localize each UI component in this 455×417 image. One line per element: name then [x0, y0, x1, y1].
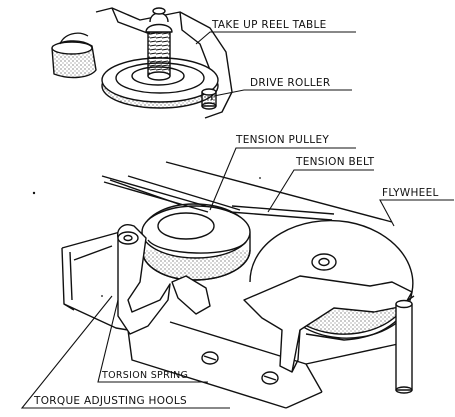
tension-belt — [101, 175, 335, 221]
label-tension-belt: TENSION BELT — [295, 156, 375, 168]
flywheel-assembly — [61, 161, 415, 409]
label-drive-roller: DRIVE ROLLER — [250, 77, 330, 89]
drive-roller — [201, 88, 217, 110]
pulley-bracket — [117, 224, 171, 335]
label-take-up-reel-table: TAKE UP REEL TABLE — [211, 19, 327, 31]
tension-pulley — [141, 203, 251, 281]
reel-table-detail — [51, 7, 233, 119]
bottom-leaders — [20, 147, 454, 409]
flywheel-bracket — [243, 275, 413, 373]
label-torque-adjusting-hools: TORQUE ADJUSTING HOOLS — [33, 395, 187, 407]
screws — [201, 351, 279, 385]
label-tension-pulley: TENSION PULLEY — [235, 134, 329, 146]
top-leaders — [195, 31, 356, 97]
label-flywheel: FLYWHEEL — [382, 187, 439, 199]
label-torsion-spring: TORSION SPRING — [101, 370, 188, 381]
flywheel-post — [395, 299, 413, 394]
reel-spindle — [147, 31, 171, 77]
